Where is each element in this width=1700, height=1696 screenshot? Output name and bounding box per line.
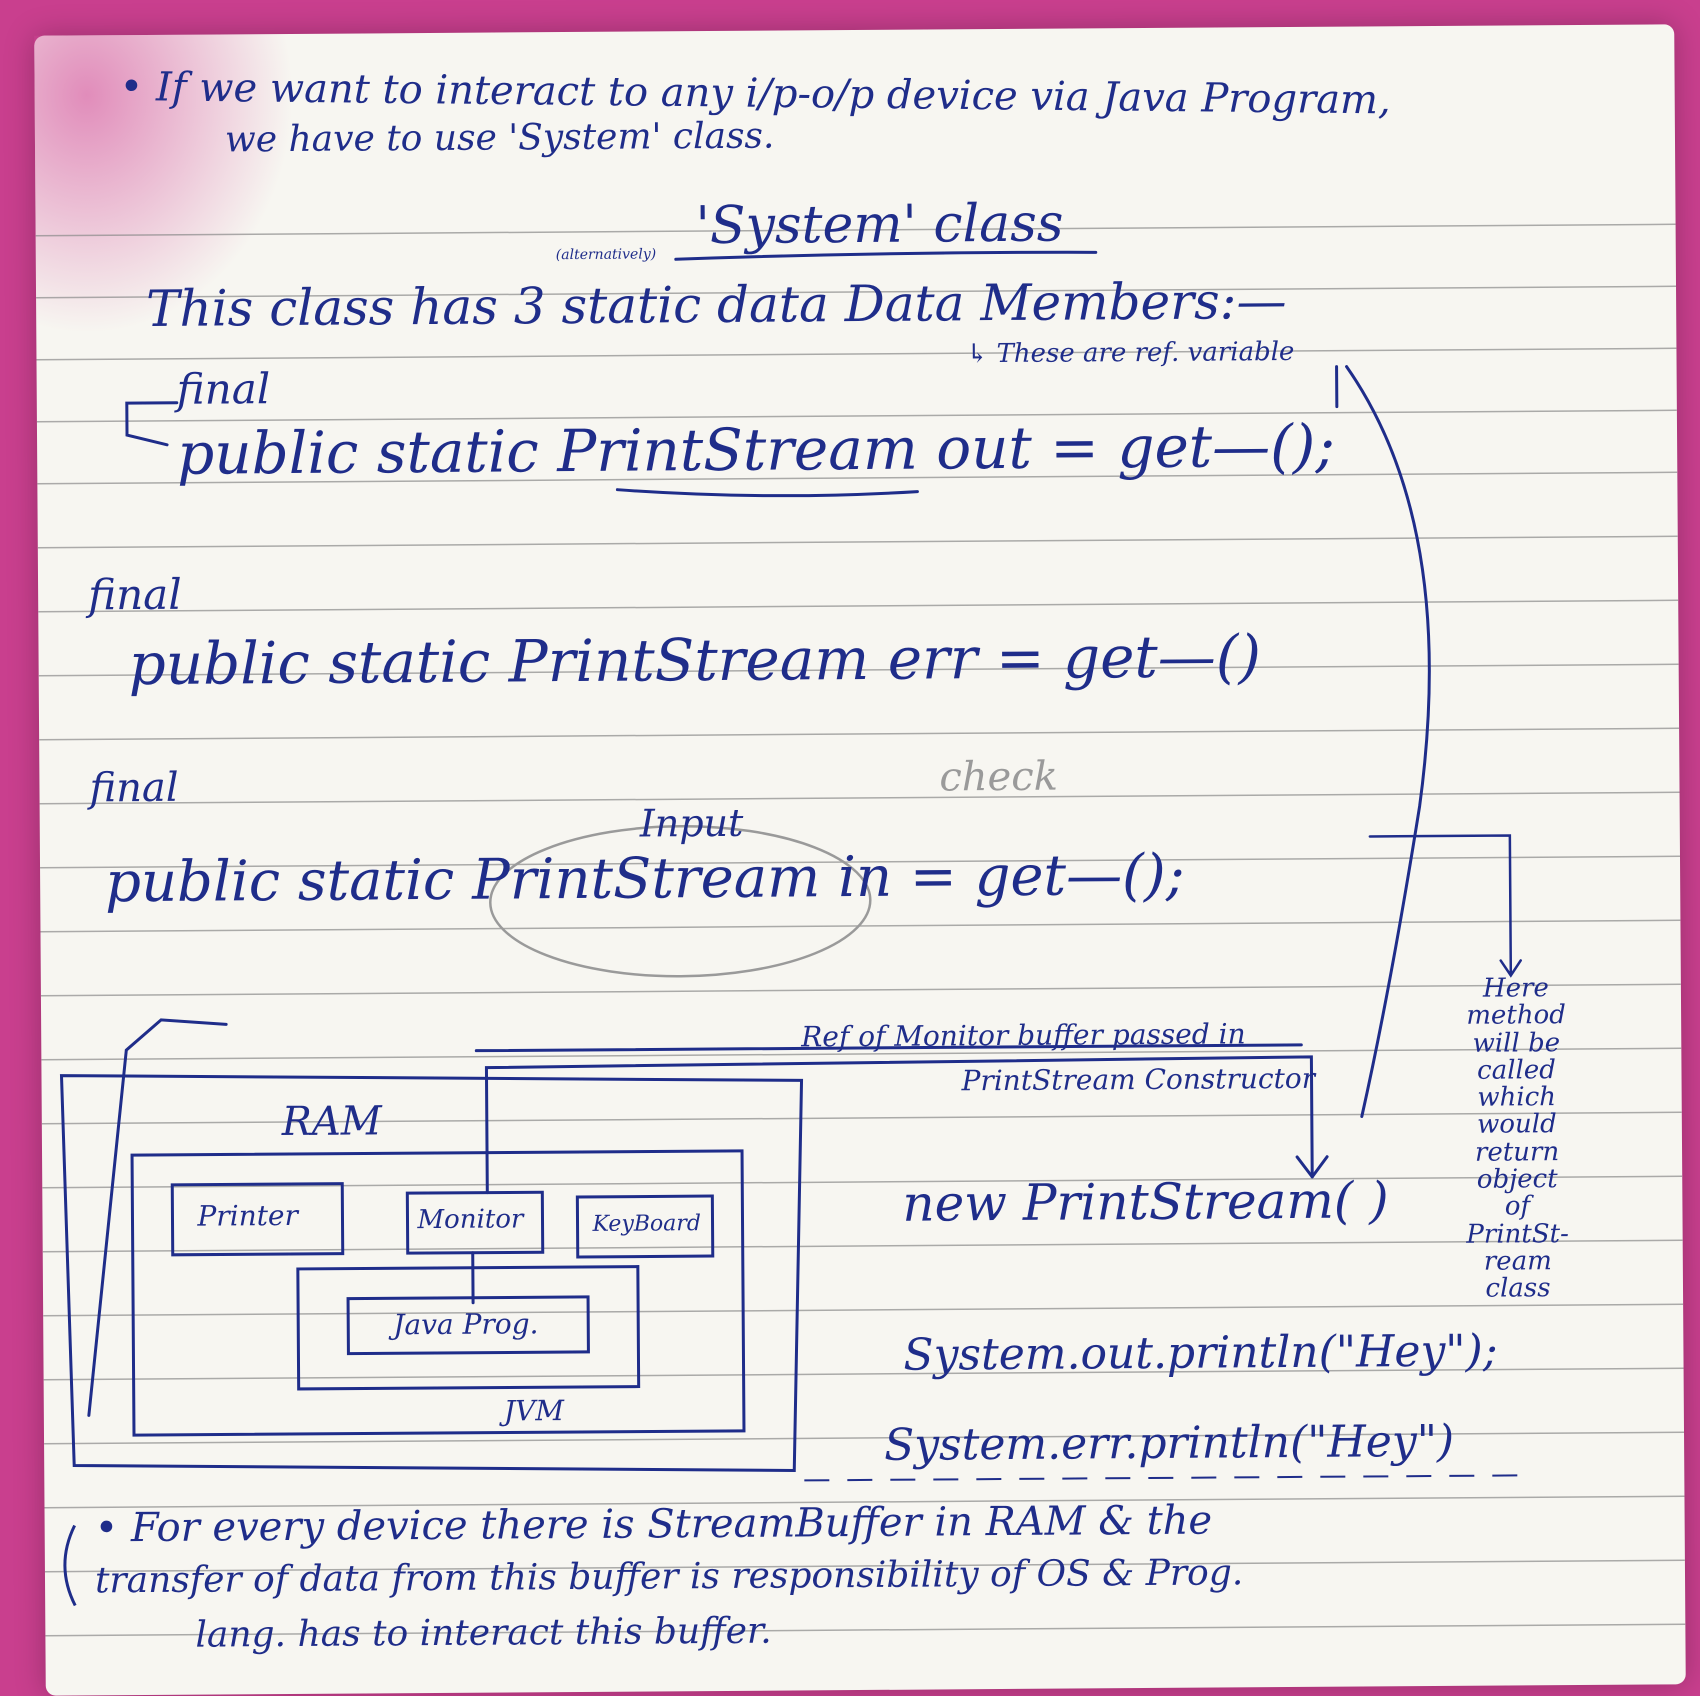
footer-bracket [65,1525,76,1605]
final-label-3: final [89,765,178,812]
new-printstream: new PrintStream( ) [902,1171,1389,1232]
keyboard-label: KeyBoard [592,1211,701,1237]
right-flow-line [1347,366,1433,1117]
decl-in: public static PrintStream in = get—(); [105,843,1185,916]
side-note-line: of [1442,1193,1592,1221]
side-note-line: Here [1441,975,1591,1003]
side-note-arrow [1370,835,1521,976]
final-bracket-1 [127,403,177,445]
footer-line-2: transfer of data from this buffer is res… [95,1552,1244,1601]
sysout-line: System.out.println("Hey"); [903,1326,1497,1381]
footer-line-1: • For every device there is StreamBuffer… [94,1498,1212,1552]
side-note-line: object [1442,1166,1592,1194]
final-label-2: final [88,570,182,620]
ref-variable-note: ↳ These are ref. variable [966,337,1294,369]
decl-out: public static PrintStream out = get—(); [177,412,1335,488]
side-note-line: would [1442,1111,1592,1139]
ref-monitor-line-2: PrintStream Constructor [961,1062,1315,1097]
dashed-underline [804,1475,1524,1480]
notebook-page: • If we want to interact to any i/p-o/p … [34,24,1686,1695]
syserr-line: System.err.println("Hey") [884,1416,1454,1471]
side-note-line: PrintSt- [1443,1221,1593,1249]
title-margin-note: (alternatively) [556,246,657,263]
side-note: Here method will be called which would r… [1441,975,1593,1304]
check-note: check [939,754,1058,801]
printer-label: Printer [197,1199,298,1233]
final-label-1: final [177,364,271,414]
side-note-line: class [1443,1275,1593,1303]
side-note-line: method [1441,1002,1591,1030]
page-title: 'System' class [695,194,1063,257]
side-note-line: called [1441,1057,1591,1085]
side-note-line: return [1442,1139,1592,1167]
printstream-underline [617,488,917,497]
java-prog-label: Java Prog. [393,1307,538,1341]
jvm-label: JVM [504,1394,564,1427]
side-note-line: which [1442,1084,1592,1112]
intro-line-2: we have to use 'System' class. [225,116,775,161]
ram-label: RAM [282,1098,382,1145]
side-note-line: will be [1441,1029,1591,1057]
footer-line-3: lang. has to interact this buffer. [195,1611,772,1656]
input-correction: Input [640,801,744,846]
monitor-label: Monitor [417,1204,523,1235]
ram-box [61,1070,804,1475]
ref-monitor-line-1: Ref of Monitor buffer passed in [801,1017,1246,1053]
decl-err: public static PrintStream err = get—() [128,622,1261,698]
members-heading: This class has 3 static data Data Member… [146,272,1287,338]
side-note-line: ream [1443,1248,1593,1276]
